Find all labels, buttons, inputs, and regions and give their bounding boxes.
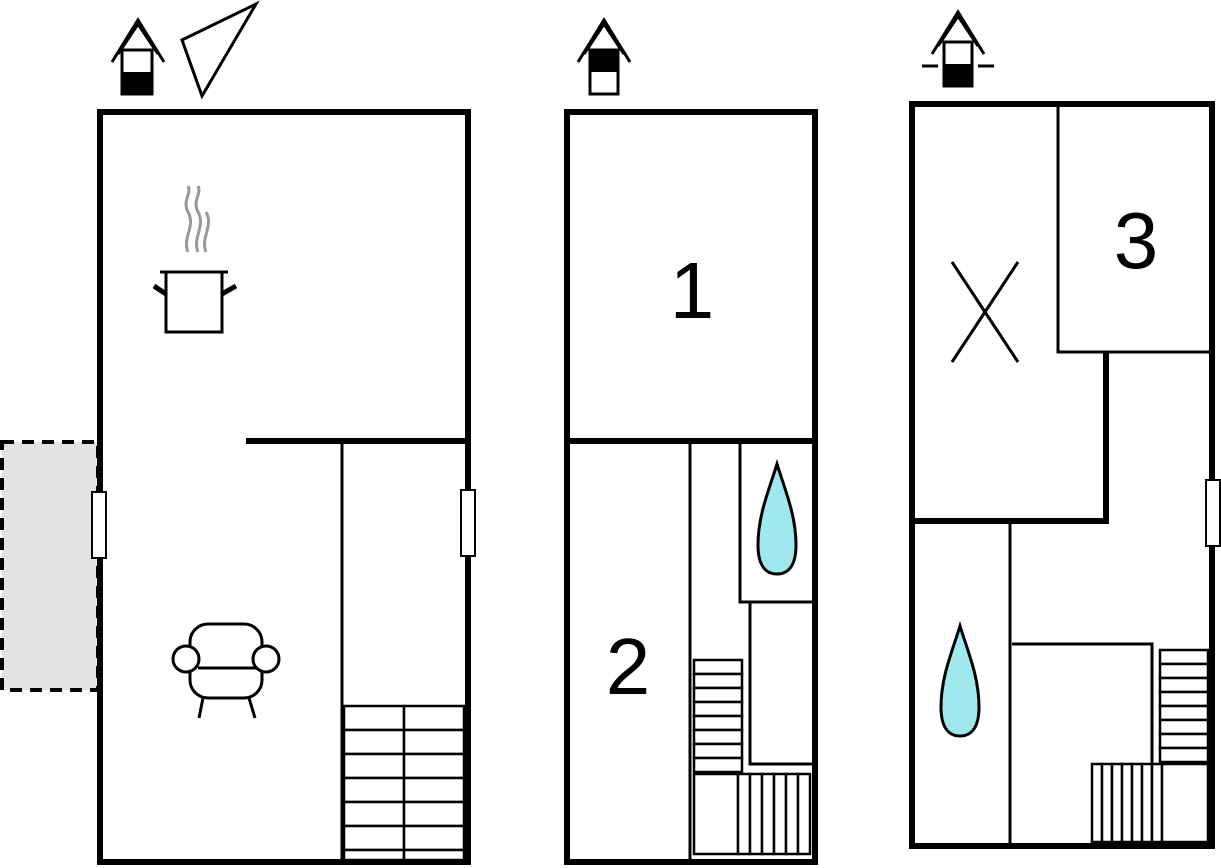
cross-mark-icon [950, 261, 1020, 363]
compass-north-icon [180, 0, 260, 100]
room-label-1: 1 [670, 246, 715, 335]
water-drop-icon [939, 620, 981, 738]
house-level-icon [110, 17, 166, 96]
terrace [0, 440, 100, 692]
window [1205, 479, 1221, 547]
house-level-icon [576, 17, 632, 96]
window [91, 491, 107, 559]
staircase-icon [342, 704, 466, 862]
staircase-icon [1090, 648, 1210, 844]
house-level-icon [922, 9, 994, 88]
water-drop-icon [756, 458, 798, 576]
room-label-3: 3 [1114, 196, 1159, 285]
second-floor-plan: 3 [909, 9, 1221, 849]
cooking-pot-icon [152, 185, 238, 334]
armchair-icon [171, 622, 281, 719]
staircase-icon [692, 658, 812, 856]
room-label-2: 2 [606, 622, 651, 711]
first-floor-plan: 1 2 [564, 17, 818, 865]
ground-floor-plan [0, 0, 476, 865]
window [460, 489, 476, 557]
